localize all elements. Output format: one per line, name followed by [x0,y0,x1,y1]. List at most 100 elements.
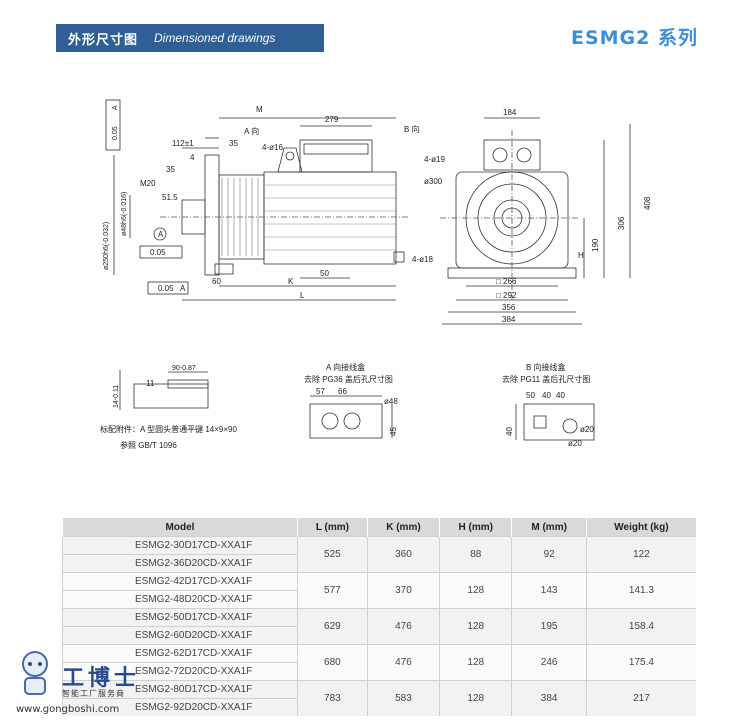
dim-sq292: □ 292 [496,291,517,300]
dim-51-5: 51.5 [162,193,178,202]
key-note-1: 标配附件：A 型圆头普通平键 14×9×90 [100,424,237,434]
box-b-dim-40a: 40 [542,391,551,400]
dim-112: 112±1 [172,139,194,148]
h-cell: 128 [439,572,512,609]
model-cell: ESMG2-48D20CD-XXA1F [62,590,298,609]
model-cell: ESMG2-92D20CD-XXA1F [62,698,298,716]
dim-60: 60 [212,277,221,286]
weight-cell: 141.3 [585,572,696,609]
watermark-subtitle: 智能工厂服务商 [62,689,125,698]
dim-50: 50 [320,269,329,278]
box-b-labels: B 向接线盒 去除 PG11 盖后孔尺寸图 50 40 40 40 ø20 ø2… [502,362,594,448]
box-a-dim-48: ø48 [384,397,398,406]
dim-l: L [300,291,305,300]
key-dim-side: 14-0.11 [113,385,120,408]
col-model: Model [62,518,298,537]
box-b-title-2: 去除 PG11 盖后孔尺寸图 [502,374,590,384]
model-cell: ESMG2-42D17CD-XXA1F [62,572,298,591]
h-cell: 88 [439,536,512,573]
k-cell: 370 [366,572,440,609]
dimensioned-drawings: M 279 A 向 112±1 35 4 4-ø16 35 51.5 M20 A… [100,99,652,450]
dim-m: M [256,105,263,114]
tol-perp-a: A [180,284,186,293]
dim-306: 306 [617,216,626,230]
table-row: ESMG2-72D20CD-XXA1F [62,662,697,681]
tol-runout: 0.05 [112,126,119,140]
box-b-dim-40b: 40 [556,391,565,400]
box-a-title-1: A 向接线盒 [326,362,365,372]
dim-408: 408 [643,196,652,210]
tol-runout-a: A [112,105,119,110]
dim-35b: 35 [166,165,175,174]
weight-cell: 122 [585,536,696,573]
watermark-url: www.gongboshi.com [16,704,120,715]
dim-4x19: 4-ø19 [424,155,445,164]
dim-dia250: ø250h6(-0.032) [103,222,110,270]
col-weight: Weight (kg) [585,518,696,537]
model-cell: ESMG2-80D17CD-XXA1F [62,680,298,699]
col-l: L (mm) [297,518,368,537]
h-cell: 128 [439,680,512,716]
box-b-dim-20b: ø20 [568,439,582,448]
dim-279: 279 [325,115,339,124]
dim-h: H [578,251,584,260]
box-a-dim-57: 57 [316,387,325,396]
k-cell: 476 [366,608,440,645]
dim-35a: 35 [229,139,238,148]
table-row: ESMG2-42D17CD-XXA1F 577 370 128 143 141.… [62,572,696,609]
table-row: ESMG2-80D17CD-XXA1F 783 583 128 384 217 [62,680,696,716]
front-view-drawing [105,99,410,301]
side-view-drawing [440,117,631,325]
l-cell: 525 [297,536,368,573]
table-row: ESMG2-48D20CD-XXA1F [62,590,697,609]
robot-mascot-icon [22,651,48,695]
dim-184: 184 [503,108,517,117]
box-b-drawing [515,403,595,441]
section-title-cn: 外形尺寸图 [68,32,139,48]
box-b-title-1: B 向接线盒 [526,362,566,372]
tol-perp: 0.05 [158,284,174,293]
watermark-logo: 工博士 智能工厂服务商 www.gongboshi.com [12,648,152,718]
key-dim-top: 90-0.87 [172,365,196,372]
table-row: ESMG2-30D17CD-XXA1F 525 360 88 92 122 [62,536,696,573]
model-cell: ESMG2-30D17CD-XXA1F [62,536,298,555]
box-b-dim-20a: ø20 [580,425,594,434]
col-k: K (mm) [366,518,440,537]
l-cell: 629 [297,608,368,645]
key-detail-drawing [119,370,209,410]
m-cell: 92 [511,536,587,573]
dim-384: 384 [502,315,516,324]
dim-190: 190 [591,238,600,252]
front-view-labels: M 279 A 向 112±1 35 4 4-ø16 35 51.5 M20 A… [103,105,339,300]
spec-table-header-row: Model L (mm) K (mm) H (mm) M (mm) Weight… [62,518,696,537]
box-a-title-2: 去除 PG36 盖后孔尺寸图 [304,374,393,384]
box-a-labels: A 向接线盒 去除 PG36 盖后孔尺寸图 57 66 ø48 45 [304,362,398,436]
weight-cell: 158.4 [585,608,696,645]
series-title: ESMG2 系列 [570,27,698,49]
model-cell: ESMG2-60D20CD-XXA1F [62,626,298,645]
h-cell: 128 [439,644,512,681]
key-dim-11: 11 [146,379,155,388]
weight-cell: 175.4 [585,644,696,681]
side-view-labels: B 向 184 4-ø19 ø300 4-ø18 □ 266 □ 292 356… [404,108,652,324]
table-row: ESMG2-36D20CD-XXA1F [62,554,697,573]
dim-4: 4 [190,153,195,162]
dim-4x18: 4-ø18 [412,255,433,264]
dim-dia48: ø48h6(-0.016) [121,192,128,236]
view-b-label: B 向 [404,124,420,134]
model-cell: ESMG2-50D17CD-XXA1F [62,608,298,627]
model-cell: ESMG2-62D17CD-XXA1F [62,644,298,663]
dim-356: 356 [502,303,516,312]
key-detail-labels: 90-0.87 11 14-0.11 标配附件：A 型圆头普通平键 14×9×9… [100,365,237,450]
m-cell: 143 [511,572,587,609]
k-cell: 583 [366,680,440,716]
dim-dia300: ø300 [424,177,443,186]
box-a-drawing [309,395,393,439]
k-cell: 360 [366,536,440,573]
l-cell: 577 [297,572,368,609]
m-cell: 246 [511,644,587,681]
view-a-label: A 向 [244,126,259,136]
watermark-brand: 工博士 [62,665,141,691]
datum-a: A [158,230,164,239]
l-cell: 680 [297,644,368,681]
